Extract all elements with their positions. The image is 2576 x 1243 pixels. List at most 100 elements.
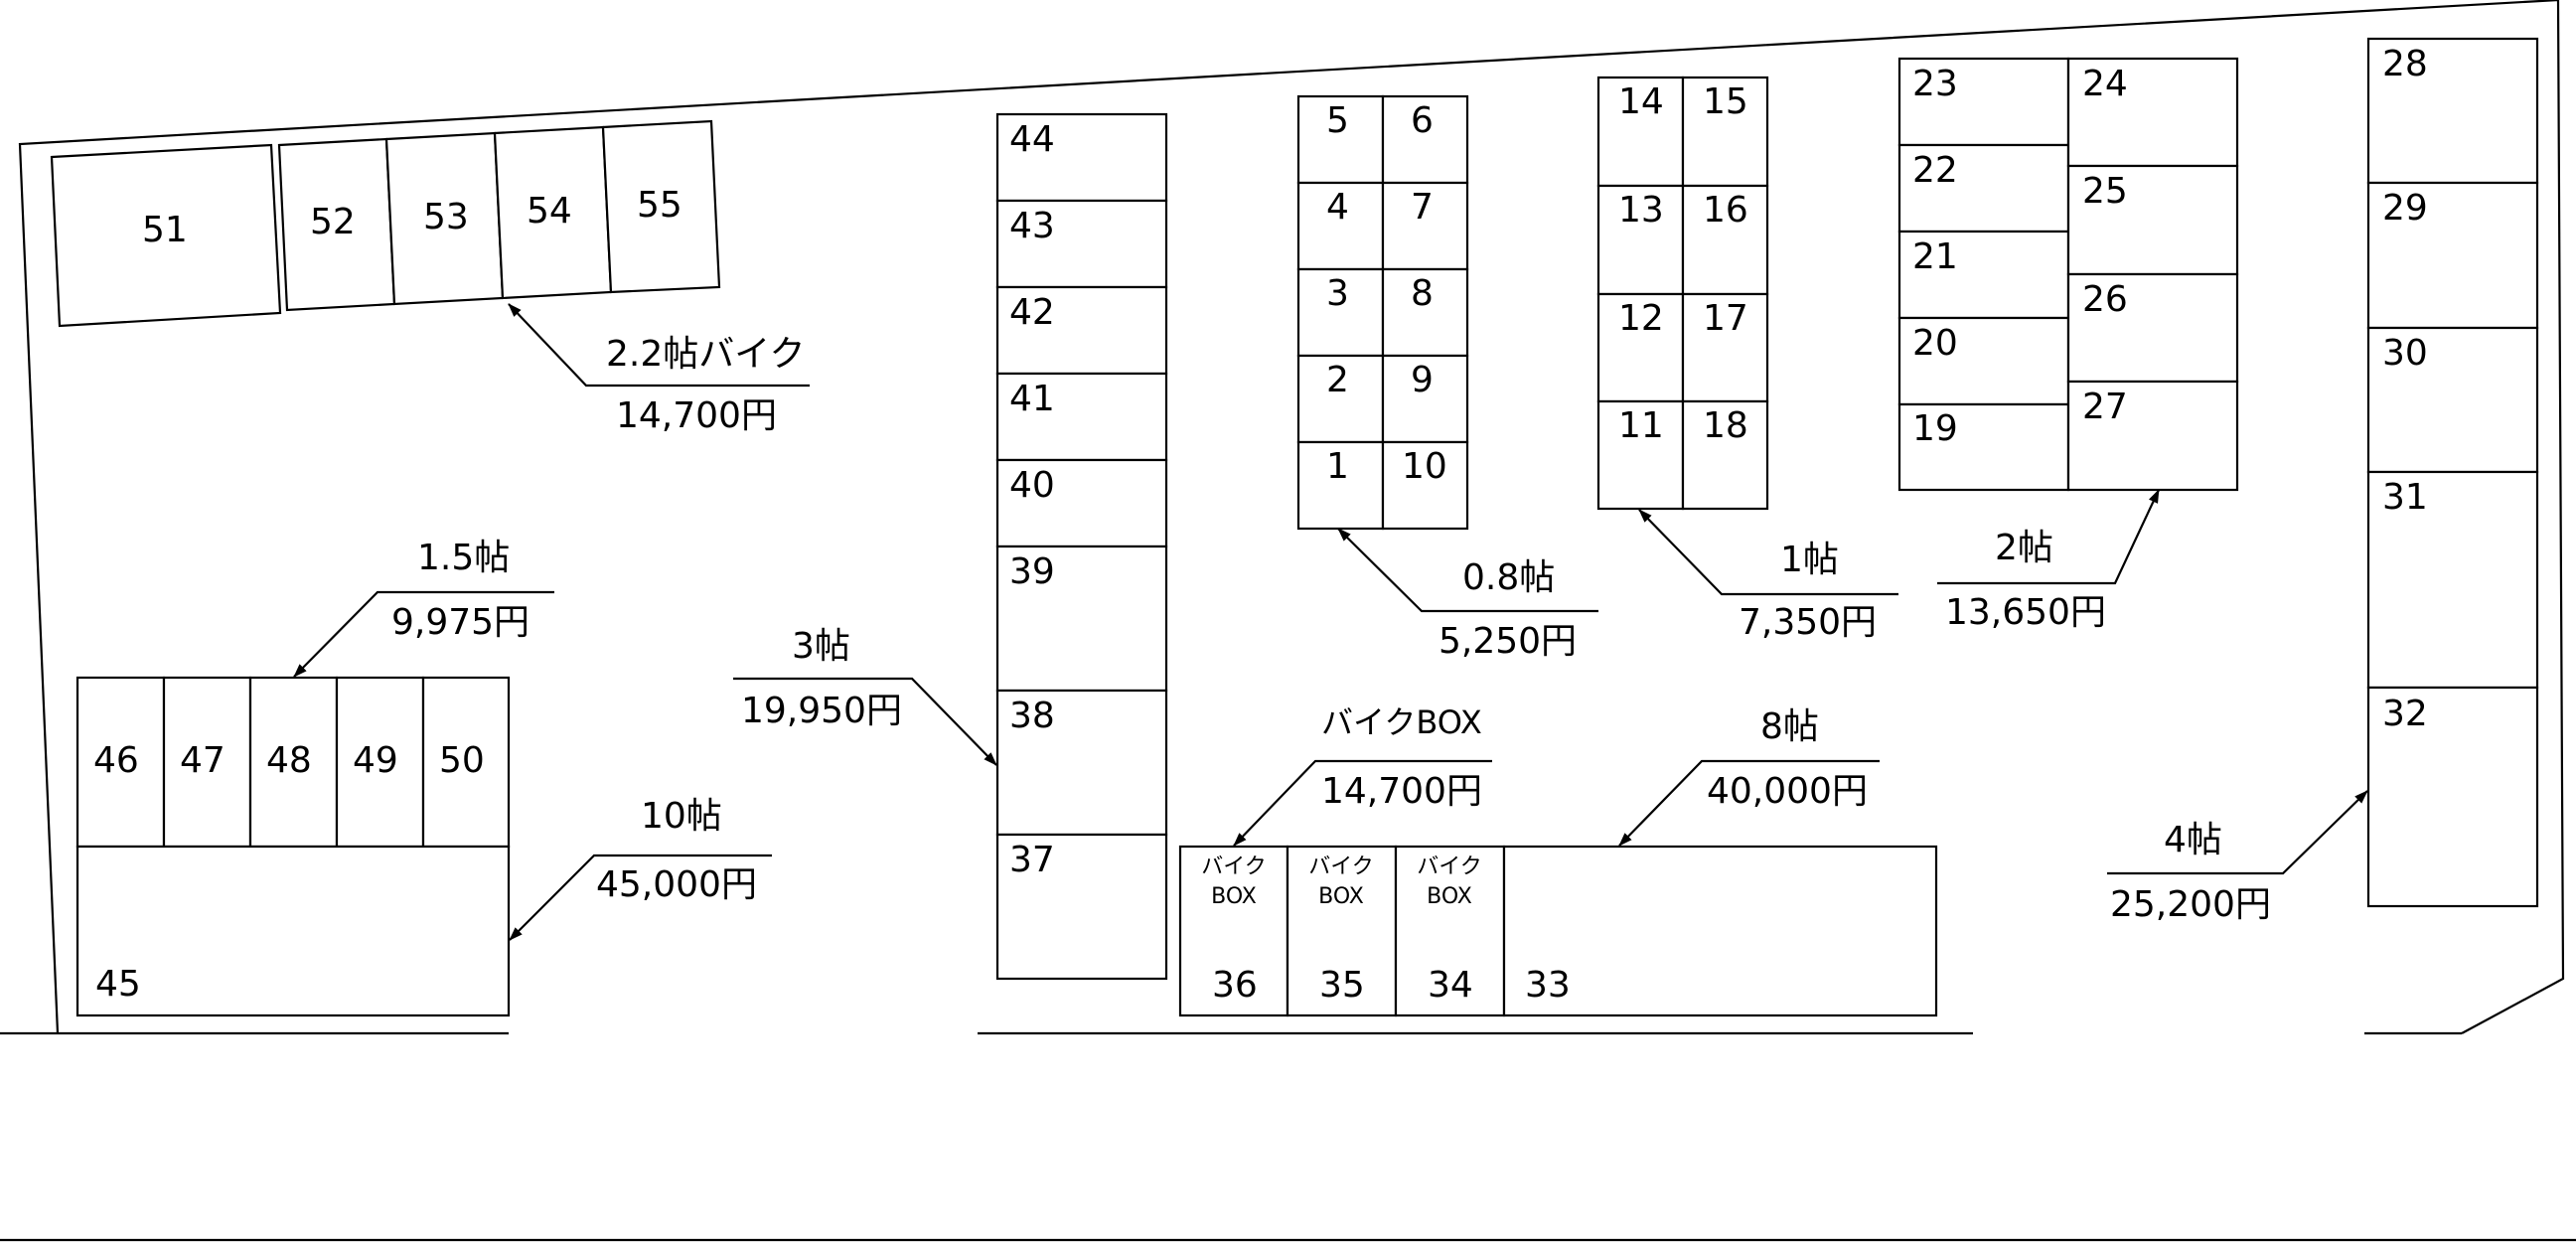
callout-t8: 8帖 40,000円 bbox=[1618, 706, 1880, 847]
unit-group-33-36: バイク BOX バイク BOX バイク BOX 36 35 34 33 bbox=[1178, 845, 1938, 1017]
unit-28[interactable] bbox=[2366, 37, 2539, 185]
unit-15[interactable] bbox=[1681, 76, 1769, 188]
unit-label: 37 bbox=[1009, 840, 1055, 880]
unit-38[interactable] bbox=[995, 689, 1168, 837]
unit-11[interactable] bbox=[1596, 399, 1685, 511]
unit-29[interactable] bbox=[2366, 181, 2539, 330]
unit-44[interactable] bbox=[995, 112, 1168, 203]
callout-t2: 2帖 13,650円 bbox=[1937, 489, 2160, 633]
callout-size: 4帖 bbox=[2164, 820, 2222, 860]
unit-label: 19 bbox=[1912, 408, 1958, 449]
callout-bikebox: バイクBOX 14,700円 bbox=[1233, 703, 1492, 847]
callout-size: 2.2帖バイク bbox=[606, 334, 806, 375]
unit-label: 21 bbox=[1912, 236, 1958, 277]
unit-9[interactable] bbox=[1381, 354, 1469, 444]
unit-47[interactable] bbox=[162, 676, 252, 849]
callout-size: 1.5帖 bbox=[417, 538, 510, 578]
unit-14[interactable] bbox=[1596, 76, 1685, 188]
unit-34[interactable] bbox=[1394, 845, 1506, 1017]
unit-6[interactable] bbox=[1381, 94, 1469, 185]
unit-18[interactable] bbox=[1681, 399, 1769, 511]
callout-price: 25,200円 bbox=[2110, 884, 2271, 925]
callout-price: 45,000円 bbox=[596, 864, 757, 905]
unit-label: 34 bbox=[1428, 965, 1473, 1006]
unit-label: 7 bbox=[1411, 187, 1434, 228]
unit-13[interactable] bbox=[1596, 184, 1685, 296]
unit-label: 28 bbox=[2382, 44, 2428, 84]
unit-55[interactable] bbox=[601, 119, 721, 294]
unit-1[interactable] bbox=[1296, 440, 1385, 531]
unit-25[interactable] bbox=[2066, 164, 2239, 276]
unit-label: 45 bbox=[95, 964, 141, 1005]
unit-group-51-55: 51 52 53 54 55 bbox=[50, 119, 721, 328]
unit-41[interactable] bbox=[995, 372, 1168, 462]
unit-32[interactable] bbox=[2366, 686, 2539, 908]
unit-30[interactable] bbox=[2366, 326, 2539, 474]
unit-label: 14 bbox=[1618, 81, 1664, 122]
unit-group-28-32: 28 29 30 31 32 bbox=[2366, 37, 2539, 908]
unit-label: 33 bbox=[1525, 965, 1571, 1006]
unit-33[interactable] bbox=[1502, 845, 1938, 1017]
callout-size: 8帖 bbox=[1760, 706, 1819, 747]
callout-t1: 1帖 7,350円 bbox=[1638, 509, 1898, 643]
callout-t3: 3帖 19,950円 bbox=[733, 626, 997, 766]
unit-group-37-44: 44 43 42 41 40 39 38 37 bbox=[995, 112, 1168, 981]
unit-3[interactable] bbox=[1296, 267, 1385, 358]
unit-51[interactable] bbox=[50, 143, 282, 328]
unit-label: 50 bbox=[439, 740, 485, 781]
unit-4[interactable] bbox=[1296, 181, 1385, 271]
unit-label: 1 bbox=[1326, 446, 1349, 487]
unit-label: 53 bbox=[423, 197, 469, 237]
callout-size: 10帖 bbox=[641, 796, 722, 837]
unit-label: 42 bbox=[1009, 292, 1055, 333]
unit-label: 30 bbox=[2382, 333, 2428, 374]
unit-label: 54 bbox=[527, 191, 572, 232]
unit-27[interactable] bbox=[2066, 380, 2239, 492]
unit-40[interactable] bbox=[995, 458, 1168, 548]
unit-group-11-18: 14 13 12 11 15 16 17 18 bbox=[1596, 76, 1769, 511]
callout-size: 0.8帖 bbox=[1462, 557, 1555, 598]
unit-19[interactable] bbox=[1897, 402, 2070, 492]
callout-size: 1帖 bbox=[1780, 540, 1839, 580]
unit-49[interactable] bbox=[335, 676, 425, 849]
unit-label: 24 bbox=[2082, 64, 2128, 104]
callout-size: バイクBOX bbox=[1321, 703, 1482, 741]
unit-35[interactable] bbox=[1286, 845, 1398, 1017]
unit-24[interactable] bbox=[2066, 57, 2239, 168]
unit-26[interactable] bbox=[2066, 272, 2239, 384]
callout-t08: 0.8帖 5,250円 bbox=[1337, 528, 1598, 662]
unit-group-19-27: 23 22 21 20 19 24 25 26 27 bbox=[1897, 57, 2239, 492]
unit-43[interactable] bbox=[995, 199, 1168, 289]
unit-37[interactable] bbox=[995, 833, 1168, 981]
bike-box-label: バイク bbox=[1201, 855, 1267, 879]
bike-box-label: BOX bbox=[1427, 884, 1472, 909]
unit-12[interactable] bbox=[1596, 292, 1685, 403]
callout-bike22: 2.2帖バイク 14,700円 bbox=[508, 303, 810, 436]
unit-label: 13 bbox=[1618, 190, 1664, 231]
unit-label: 44 bbox=[1009, 119, 1055, 160]
unit-31[interactable] bbox=[2366, 470, 2539, 690]
unit-label: 12 bbox=[1618, 298, 1664, 339]
callout-t10: 10帖 45,000円 bbox=[509, 796, 772, 941]
callout-price: 14,700円 bbox=[616, 395, 777, 436]
unit-20[interactable] bbox=[1897, 316, 2070, 406]
unit-label: 41 bbox=[1009, 379, 1055, 419]
unit-label: 4 bbox=[1326, 187, 1349, 228]
unit-39[interactable] bbox=[995, 544, 1168, 693]
unit-label: 8 bbox=[1411, 273, 1434, 314]
unit-label: 46 bbox=[93, 740, 139, 781]
unit-10[interactable] bbox=[1381, 440, 1469, 531]
unit-label: 27 bbox=[2082, 387, 2128, 427]
unit-36[interactable] bbox=[1178, 845, 1289, 1017]
callout-price: 14,700円 bbox=[1321, 771, 1482, 812]
unit-label: 5 bbox=[1326, 100, 1349, 141]
unit-50[interactable] bbox=[421, 676, 511, 849]
unit-45[interactable] bbox=[76, 845, 511, 1017]
callout-size: 2帖 bbox=[1995, 528, 2053, 568]
unit-23[interactable] bbox=[1897, 57, 2070, 147]
unit-42[interactable] bbox=[995, 285, 1168, 376]
unit-2[interactable] bbox=[1296, 354, 1385, 444]
unit-label: 20 bbox=[1912, 323, 1958, 364]
callout-t4: 4帖 25,200円 bbox=[2107, 790, 2368, 925]
